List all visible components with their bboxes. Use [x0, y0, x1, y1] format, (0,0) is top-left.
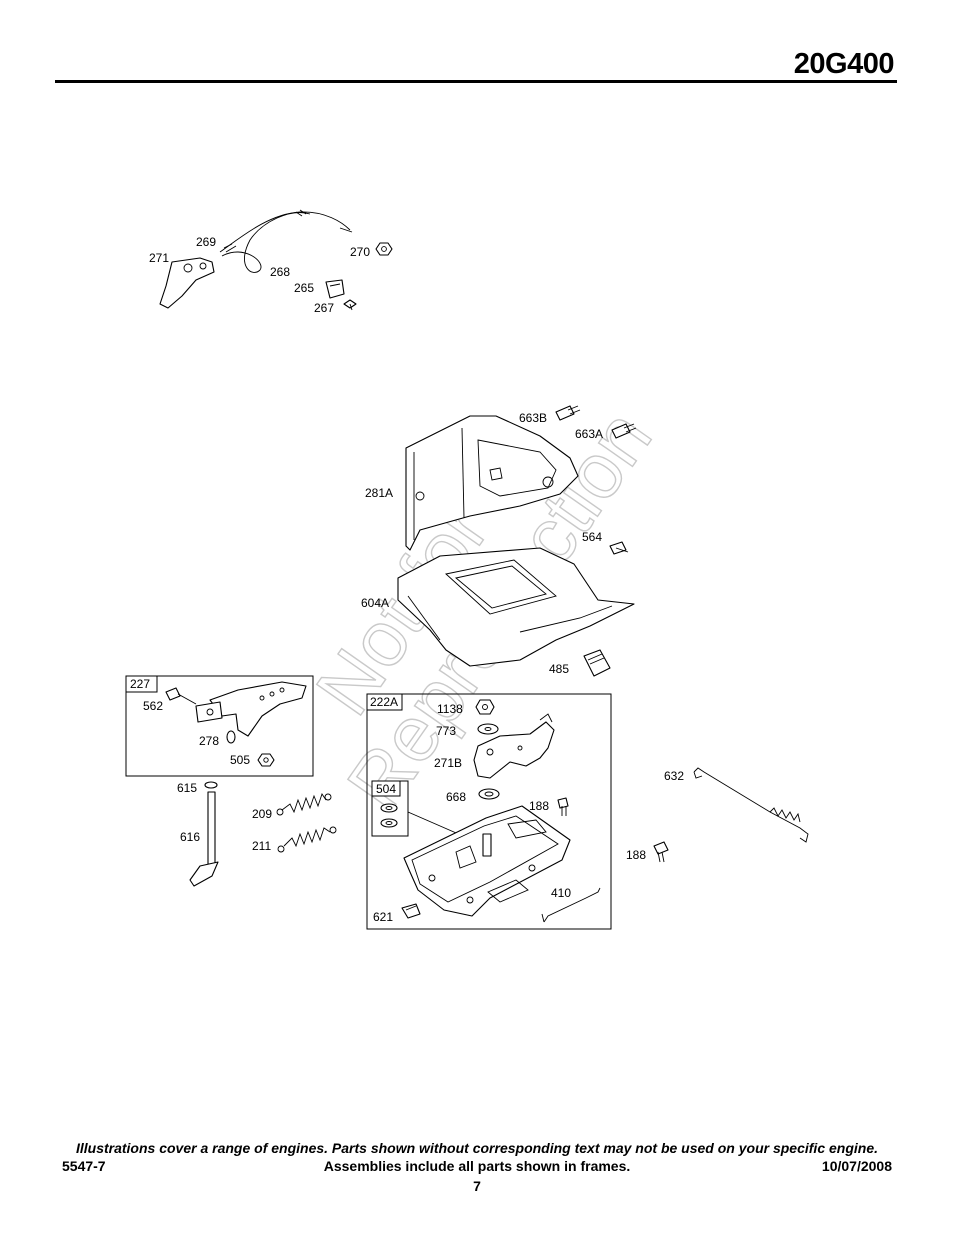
part-label-188-inner: 188: [529, 799, 549, 813]
part-label-265: 265: [294, 281, 314, 295]
housing-bolt-663a: [611, 423, 637, 439]
control-bracket: [403, 805, 571, 917]
part-label-668: 668: [446, 790, 466, 804]
blower-housing: [405, 415, 579, 551]
cable-nut: [375, 242, 393, 256]
throttle-cable: [219, 209, 353, 273]
part-label-270: 270: [350, 245, 370, 259]
part-label-604a: 604A: [361, 596, 389, 610]
header-rule: [55, 80, 897, 83]
part-label-562: 562: [143, 699, 163, 713]
governor-lever-bolt: [165, 687, 197, 705]
nut-1138: [475, 699, 495, 715]
governor-shaft-washer: [204, 781, 218, 789]
part-label-1138: 1138: [437, 702, 463, 716]
part-label-773: 773: [436, 724, 456, 738]
washer-668: [478, 788, 500, 800]
part-label-564: 564: [582, 530, 602, 544]
washer-773: [477, 723, 499, 735]
part-label-188-outer: 188: [626, 848, 646, 862]
part-label-615: 615: [177, 781, 197, 795]
part-label-616: 616: [180, 830, 200, 844]
nut-505: [257, 753, 275, 767]
cable-clamp: [325, 279, 345, 299]
washer-278: [226, 730, 236, 744]
governor-control-plate: [195, 681, 307, 737]
clip-621: [401, 903, 421, 919]
footer-date: 10/07/2008: [821, 1158, 892, 1174]
frame-label-504: 504: [376, 782, 396, 796]
part-label-485: 485: [549, 662, 569, 676]
part-label-663a: 663A: [575, 427, 603, 441]
clip-485: [583, 649, 611, 677]
model-number: 20G400: [793, 48, 895, 80]
bolt-188-inner: [557, 797, 569, 816]
governor-shaft: [189, 791, 219, 887]
frame-504: 504: [371, 780, 487, 847]
air-cleaner-base: [397, 547, 635, 667]
part-label-278: 278: [199, 734, 219, 748]
clamp-screw: [343, 299, 357, 311]
choke-link-410: [541, 887, 601, 923]
part-label-209: 209: [252, 807, 272, 821]
part-label-267: 267: [314, 301, 334, 315]
part-label-621: 621: [373, 910, 393, 924]
part-label-271: 271: [149, 251, 169, 265]
footer-row: 5547-7 Assemblies include all parts show…: [62, 1158, 892, 1176]
part-label-268: 268: [270, 265, 290, 279]
part-label-211: 211: [252, 839, 271, 853]
housing-bolt-663b: [555, 405, 581, 421]
bolt-188-outer: [653, 841, 669, 863]
frame-label-227: 227: [130, 677, 150, 691]
part-label-281a: 281A: [365, 486, 393, 500]
governor-spring-209: [276, 792, 332, 816]
governor-spring-211: [277, 826, 337, 853]
shroud-screw: [609, 541, 629, 555]
throttle-control-lever: [159, 257, 215, 309]
part-label-410: 410: [551, 886, 571, 900]
frame-label-222a: 222A: [370, 695, 398, 709]
frame-222a: 222A: [366, 693, 612, 930]
part-label-632: 632: [664, 769, 684, 783]
control-lever-271b: [473, 713, 555, 779]
part-label-271b: 271B: [434, 756, 462, 770]
page-number: 7: [473, 1178, 481, 1194]
part-label-269: 269: [196, 235, 216, 249]
footer-document-ref: 5547-7: [62, 1158, 106, 1174]
part-label-505: 505: [230, 753, 250, 767]
governor-link-632: [693, 767, 809, 843]
footer-disclaimer: Illustrations cover a range of engines. …: [75, 1140, 879, 1156]
frame-227: 227: [125, 675, 314, 777]
footer-assemblies-note: Assemblies include all parts shown in fr…: [323, 1158, 631, 1174]
part-label-663b: 663B: [519, 411, 547, 425]
